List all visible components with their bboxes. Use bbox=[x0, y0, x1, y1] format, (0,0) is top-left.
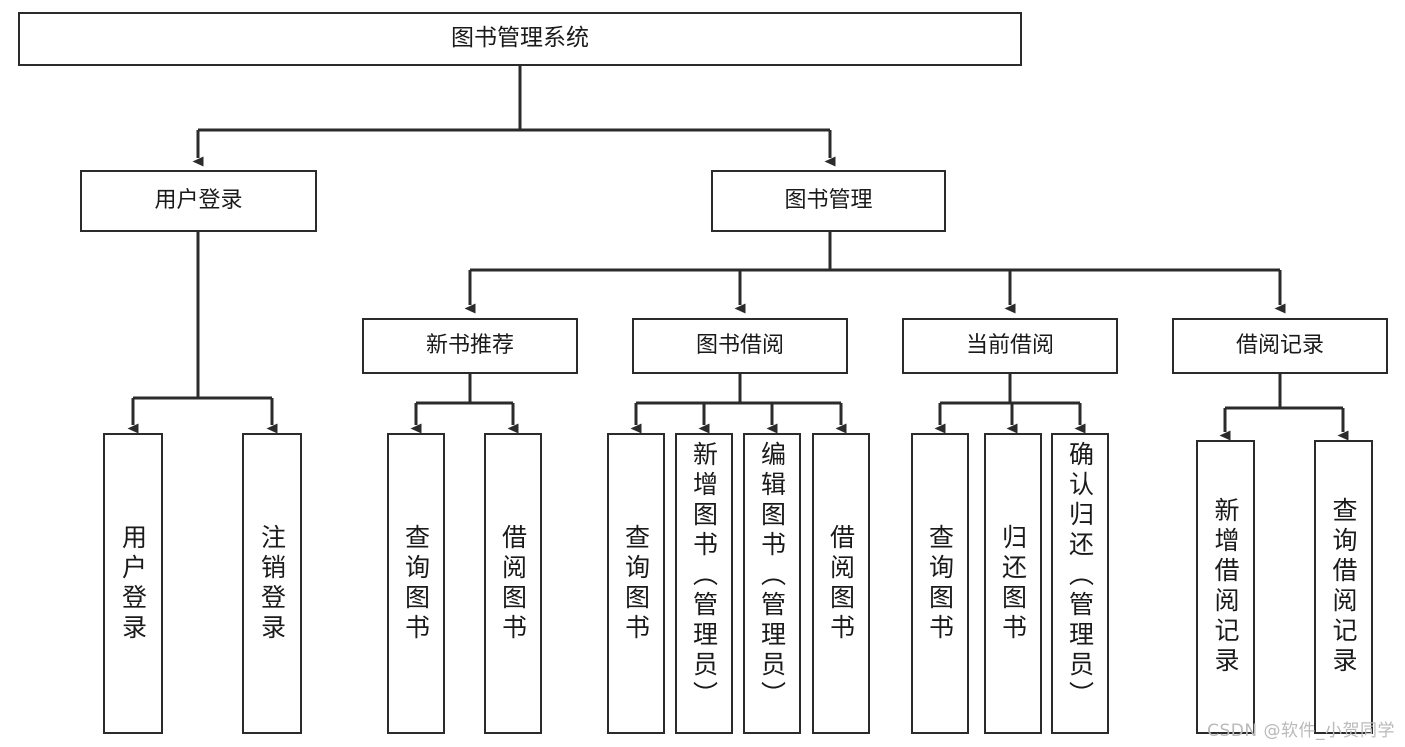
leaf-user-login-logout[interactable]: 注销登录 bbox=[242, 433, 302, 734]
node-label: 归还图书 bbox=[998, 523, 1028, 644]
leaf-user-login-login[interactable]: 用户登录 bbox=[103, 433, 163, 734]
node-user-login[interactable]: 用户登录 bbox=[80, 170, 317, 232]
node-label: 图书管理 bbox=[784, 188, 873, 214]
node-label: 确认归还（管理员） bbox=[1065, 441, 1095, 711]
edge-book-mgmt-to-level3 bbox=[464, 232, 1286, 314]
node-label: 借阅记录 bbox=[1235, 333, 1324, 359]
edge-book-borrow-to-leaves bbox=[630, 374, 847, 434]
edge-current-borrow-to-leaves bbox=[934, 374, 1086, 434]
node-book-management[interactable]: 图书管理 bbox=[711, 170, 946, 232]
leaf-borrow-record-query-record[interactable]: 查询借阅记录 bbox=[1314, 440, 1373, 734]
node-label: 查询图书 bbox=[401, 523, 431, 644]
leaf-current-borrow-query-book[interactable]: 查询图书 bbox=[911, 433, 969, 734]
edge-borrow-record-to-leaves bbox=[1219, 374, 1349, 441]
node-label: 用户登录 bbox=[118, 523, 148, 644]
leaf-current-borrow-return-book[interactable]: 归还图书 bbox=[984, 433, 1042, 734]
leaf-new-book-query-book[interactable]: 查询图书 bbox=[387, 433, 445, 734]
node-label: 借阅图书 bbox=[498, 523, 528, 644]
node-label: 新增借阅记录 bbox=[1211, 497, 1240, 677]
node-label: 查询借阅记录 bbox=[1329, 497, 1358, 677]
node-label: 用户登录 bbox=[154, 188, 243, 214]
node-book-borrow[interactable]: 图书借阅 bbox=[632, 318, 848, 374]
node-label: 查询图书 bbox=[621, 523, 651, 644]
node-label: 图书管理系统 bbox=[451, 25, 589, 52]
node-borrow-record[interactable]: 借阅记录 bbox=[1172, 318, 1388, 374]
node-label: 注销登录 bbox=[257, 523, 287, 644]
node-current-borrow[interactable]: 当前借阅 bbox=[902, 318, 1118, 374]
edge-root-to-level2 bbox=[192, 66, 836, 167]
node-root-book-management-system[interactable]: 图书管理系统 bbox=[18, 12, 1022, 66]
edge-new-book-to-leaves bbox=[410, 374, 519, 434]
node-label: 图书借阅 bbox=[695, 333, 784, 359]
leaf-book-borrow-borrow-book[interactable]: 借阅图书 bbox=[812, 433, 870, 734]
leaf-borrow-record-add-record[interactable]: 新增借阅记录 bbox=[1196, 440, 1255, 734]
leaf-new-book-borrow-book[interactable]: 借阅图书 bbox=[484, 433, 542, 734]
leaf-book-borrow-edit-book-admin[interactable]: 编辑图书（管理员） bbox=[743, 433, 801, 734]
node-label: 查询图书 bbox=[925, 523, 955, 644]
node-label: 新书推荐 bbox=[425, 333, 514, 359]
node-new-book-recommendation[interactable]: 新书推荐 bbox=[362, 318, 578, 374]
leaf-book-borrow-query-book[interactable]: 查询图书 bbox=[607, 433, 665, 734]
node-label: 借阅图书 bbox=[826, 523, 856, 644]
edge-user-login-to-leaves bbox=[127, 232, 278, 434]
leaf-book-borrow-add-book-admin[interactable]: 新增图书（管理员） bbox=[675, 433, 733, 734]
node-label: 编辑图书（管理员） bbox=[757, 441, 787, 711]
node-label: 新增图书（管理员） bbox=[689, 441, 719, 711]
leaf-current-borrow-confirm-return-admin[interactable]: 确认归还（管理员） bbox=[1051, 433, 1109, 734]
node-label: 当前借阅 bbox=[965, 333, 1054, 359]
